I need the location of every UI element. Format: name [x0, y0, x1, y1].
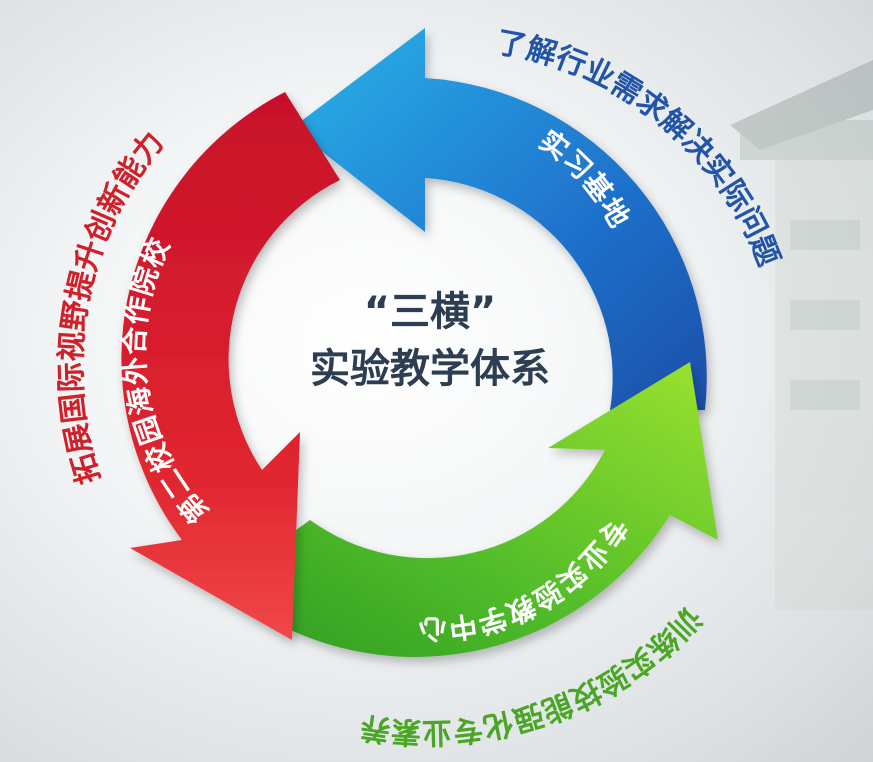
center-title-line2: 实验教学体系 — [310, 346, 550, 392]
green-arrow — [220, 362, 718, 658]
blue-arrow — [292, 28, 707, 410]
background-building — [730, 60, 873, 610]
red-arrow — [121, 92, 340, 640]
center-title-line1: “三横” — [364, 289, 497, 335]
